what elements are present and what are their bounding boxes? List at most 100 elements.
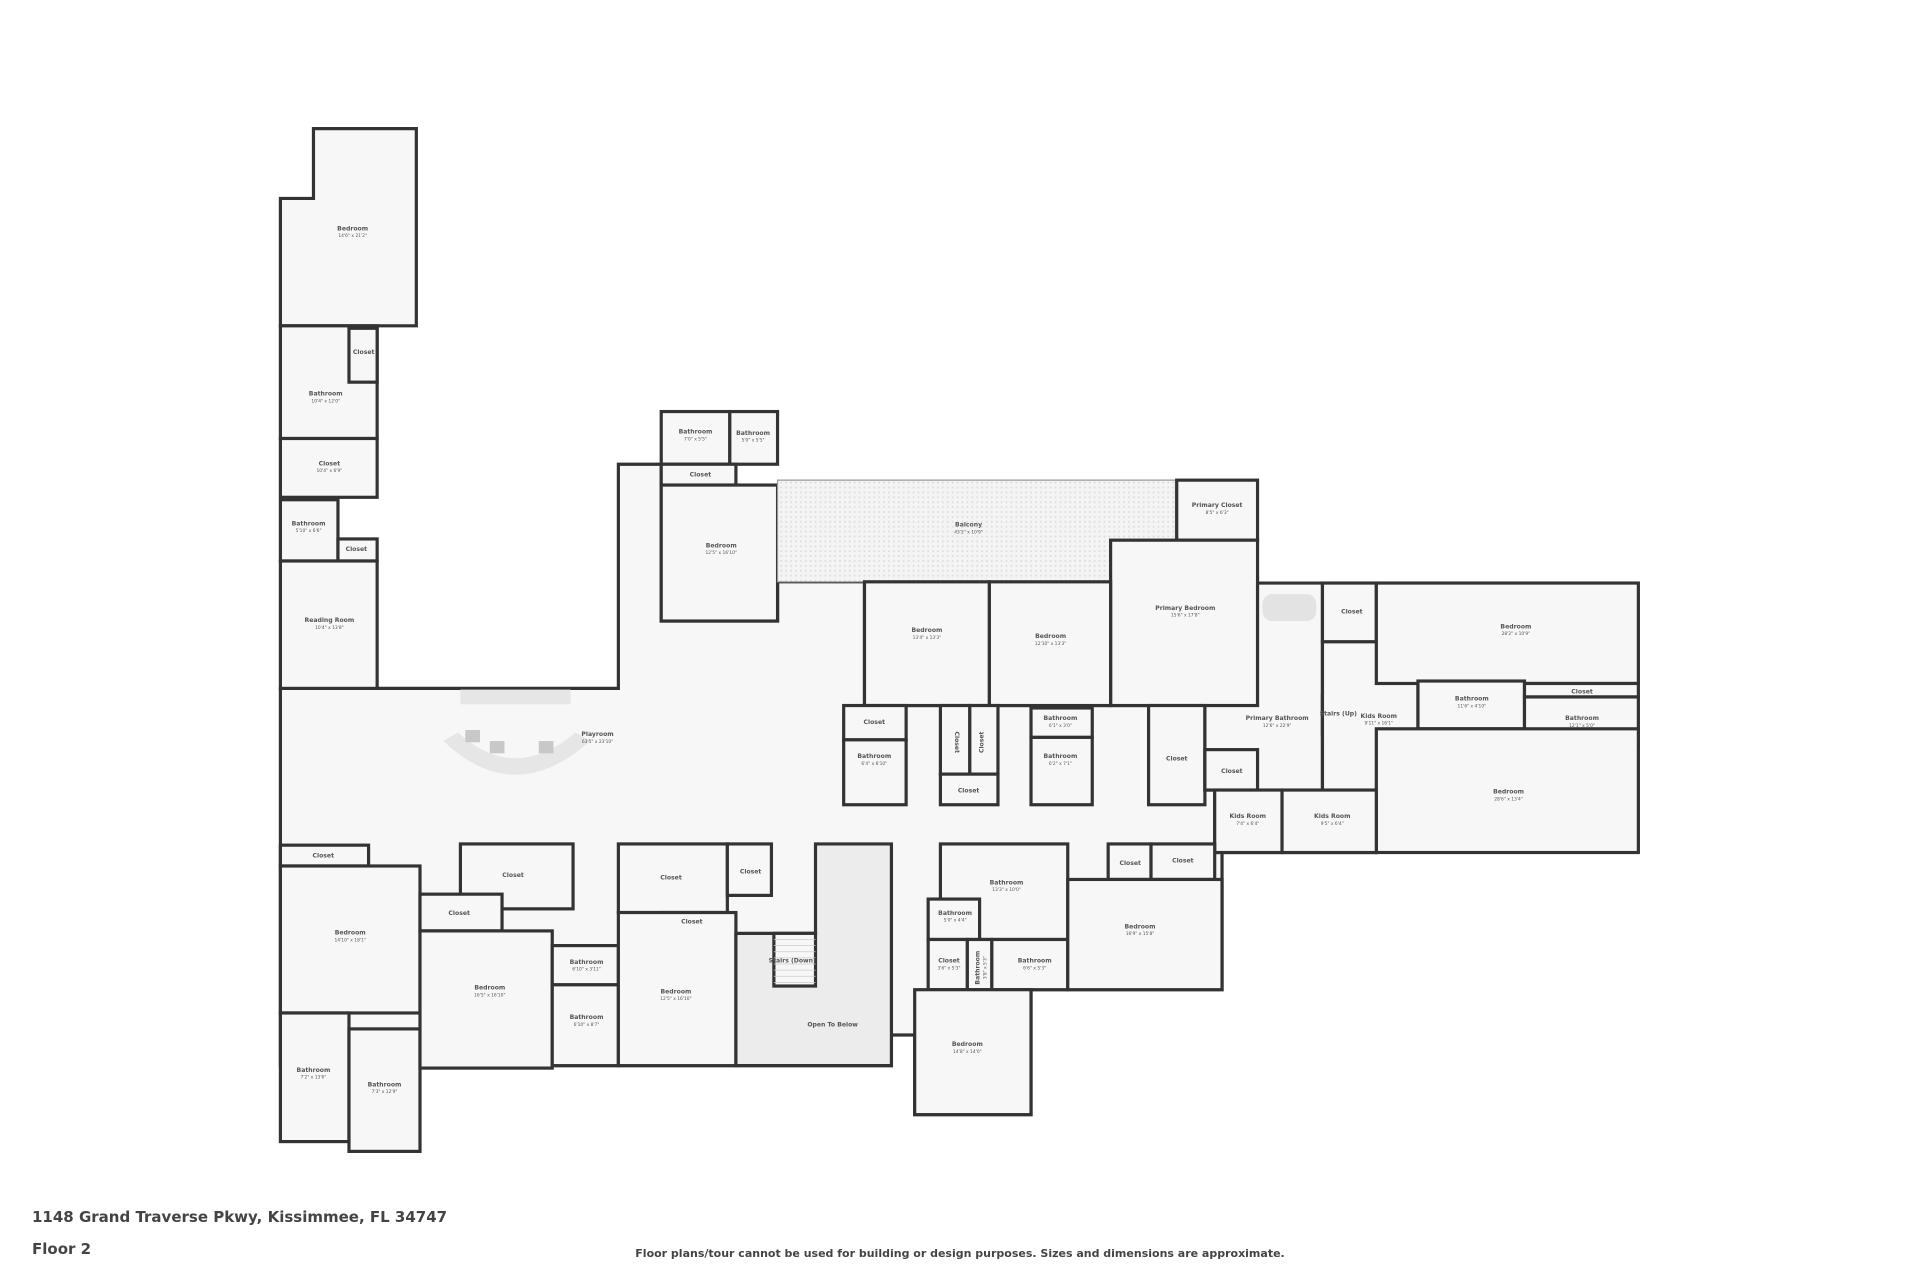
room-dimensions: 10'4" x 12'0" <box>311 398 340 404</box>
seat-icon <box>489 741 505 754</box>
room-name: Closet <box>690 471 712 478</box>
room-dimensions: 28'6" x 13'4" <box>1494 796 1523 802</box>
room-name: Bedroom <box>660 988 691 995</box>
room-bedroom <box>987 580 1113 708</box>
room-dimensions: 7'4" x 6'4" <box>1236 821 1259 827</box>
room-dimensions: 7'3" x 12'9" <box>372 1089 398 1095</box>
playroom-bench <box>460 689 571 705</box>
room-dimensions: 13'4" x 13'3" <box>913 635 942 641</box>
stairs <box>772 931 818 988</box>
room-kids-room <box>1213 788 1284 855</box>
room-dimensions: 12'1" x 5'0" <box>1569 723 1595 729</box>
room-closet <box>968 703 1000 776</box>
room-name: Closet <box>448 910 470 917</box>
room-name: Stairs (Up) <box>1320 710 1357 717</box>
room-dimensions: 5'0" x 4'4" <box>944 918 967 924</box>
room-name: Bedroom <box>952 1041 983 1048</box>
room-dimensions: 6'6" x 5'3" <box>1023 965 1046 971</box>
room-bedroom <box>913 988 1033 1117</box>
room-name: Bathroom <box>570 959 604 966</box>
room-name: Bathroom <box>1565 715 1599 722</box>
room-name: Bedroom <box>1493 789 1524 796</box>
room-bedroom <box>1374 727 1640 855</box>
room-primary-bedroom <box>1109 538 1260 708</box>
room-closet <box>1203 748 1260 792</box>
room-dimensions: 16'5" x 16'10" <box>474 992 505 998</box>
room-name: Primary Bathroom <box>1246 715 1309 722</box>
room-name: Open To Below <box>807 1021 858 1028</box>
room-dimensions: 12'10" x 13'3" <box>1035 641 1066 647</box>
room-name: Closet <box>958 787 980 794</box>
room-name: Kids Room <box>1361 713 1397 720</box>
room-name: Reading Room <box>305 617 355 624</box>
room-name: Primary Closet <box>1192 502 1243 509</box>
room-dimensions: 8'5" x 6'3" <box>1206 510 1229 516</box>
room-name: Bathroom <box>857 753 891 760</box>
room-dimensions: 43'2" x 10'9" <box>954 529 983 535</box>
disclaimer: Floor plans/tour cannot be used for buil… <box>635 1247 1285 1260</box>
room-name: Bedroom <box>1125 923 1156 930</box>
room-closet <box>616 842 729 915</box>
room-dimensions: 12'5" x 16'10" <box>660 996 691 1002</box>
room-dimensions: 12'5" x 16'10" <box>706 550 737 556</box>
room-name: Bathroom <box>1018 958 1052 965</box>
room-dimensions: 14'10" x 18'1" <box>335 937 366 943</box>
room-name: Primary Bedroom <box>1155 605 1215 612</box>
room-dimensions: 63'5" x 23'10" <box>582 739 613 745</box>
room-name: Closet <box>1571 688 1593 695</box>
room-dimensions: 6'1" x 3'0" <box>1049 723 1072 729</box>
room-name: Closet <box>1221 768 1243 775</box>
room-name: Playroom <box>581 731 613 738</box>
room-name: Closet <box>346 546 368 553</box>
room-name: Bedroom <box>706 543 737 550</box>
room-name: Closet <box>502 872 524 879</box>
room-name: Bathroom <box>292 520 326 527</box>
room-closet <box>938 772 1000 807</box>
room-closet <box>347 326 379 384</box>
room-name: Bathroom <box>1455 696 1489 703</box>
room-name: Closet <box>1341 609 1363 616</box>
room-kids-room <box>1280 788 1378 855</box>
room-name: Bathroom <box>309 391 343 398</box>
room-name: Bathroom <box>368 1081 402 1088</box>
room-name: Closet <box>660 874 682 881</box>
room-name: Closet <box>978 731 985 753</box>
room-name: Closet <box>353 349 375 356</box>
room-bathroom <box>965 937 994 992</box>
room-dimensions: 5'10" x 6'6" <box>296 528 322 534</box>
room-name: Closet <box>1119 860 1141 867</box>
room-bathroom <box>550 983 620 1068</box>
room-dimensions: 11'6" x 4'10" <box>1458 703 1487 709</box>
room-name: Kids Room <box>1314 813 1350 820</box>
floor-label: Floor 2 <box>32 1240 92 1258</box>
room-bathroom <box>990 937 1070 992</box>
room-name: Bathroom <box>297 1067 331 1074</box>
room-reading-room <box>278 559 379 690</box>
room-name: Bathroom <box>1043 753 1077 760</box>
room-name: Closet <box>938 958 960 965</box>
room-closet <box>1320 581 1378 644</box>
room-name: Closet <box>319 460 341 467</box>
room-dimensions: 10'4" x 13'8" <box>315 625 344 631</box>
property-address: 1148 Grand Traverse Pkwy, Kissimmee, FL … <box>32 1208 448 1226</box>
room-dimensions: 13'3" x 10'0" <box>992 887 1021 893</box>
room-bathroom <box>1029 706 1094 739</box>
room-name: Bedroom <box>1500 623 1531 630</box>
seat-icon <box>538 741 554 754</box>
room-closet <box>1106 842 1153 882</box>
room-dimensions: 3'8" x 5'3" <box>982 956 988 979</box>
room-dimensions: 28'2" x 10'9" <box>1502 631 1531 637</box>
room-dimensions: 16'9" x 15'8" <box>1126 931 1155 937</box>
room-name: Bedroom <box>1035 633 1066 640</box>
room-name: Closet <box>313 852 335 859</box>
room-bedroom <box>1066 877 1224 992</box>
curved-counter <box>443 732 591 775</box>
room-name: Stairs (Down) <box>769 958 816 965</box>
room-dimensions: 7'2" x 13'6" <box>301 1075 327 1081</box>
room-primary-closet <box>1175 478 1260 542</box>
room-dimensions: 3'6" x 5'3" <box>937 965 960 971</box>
room-dimensions: 6'2" x 7'1" <box>1049 761 1072 767</box>
room-name: Bedroom <box>335 930 366 937</box>
room-name: Bathroom <box>938 910 972 917</box>
